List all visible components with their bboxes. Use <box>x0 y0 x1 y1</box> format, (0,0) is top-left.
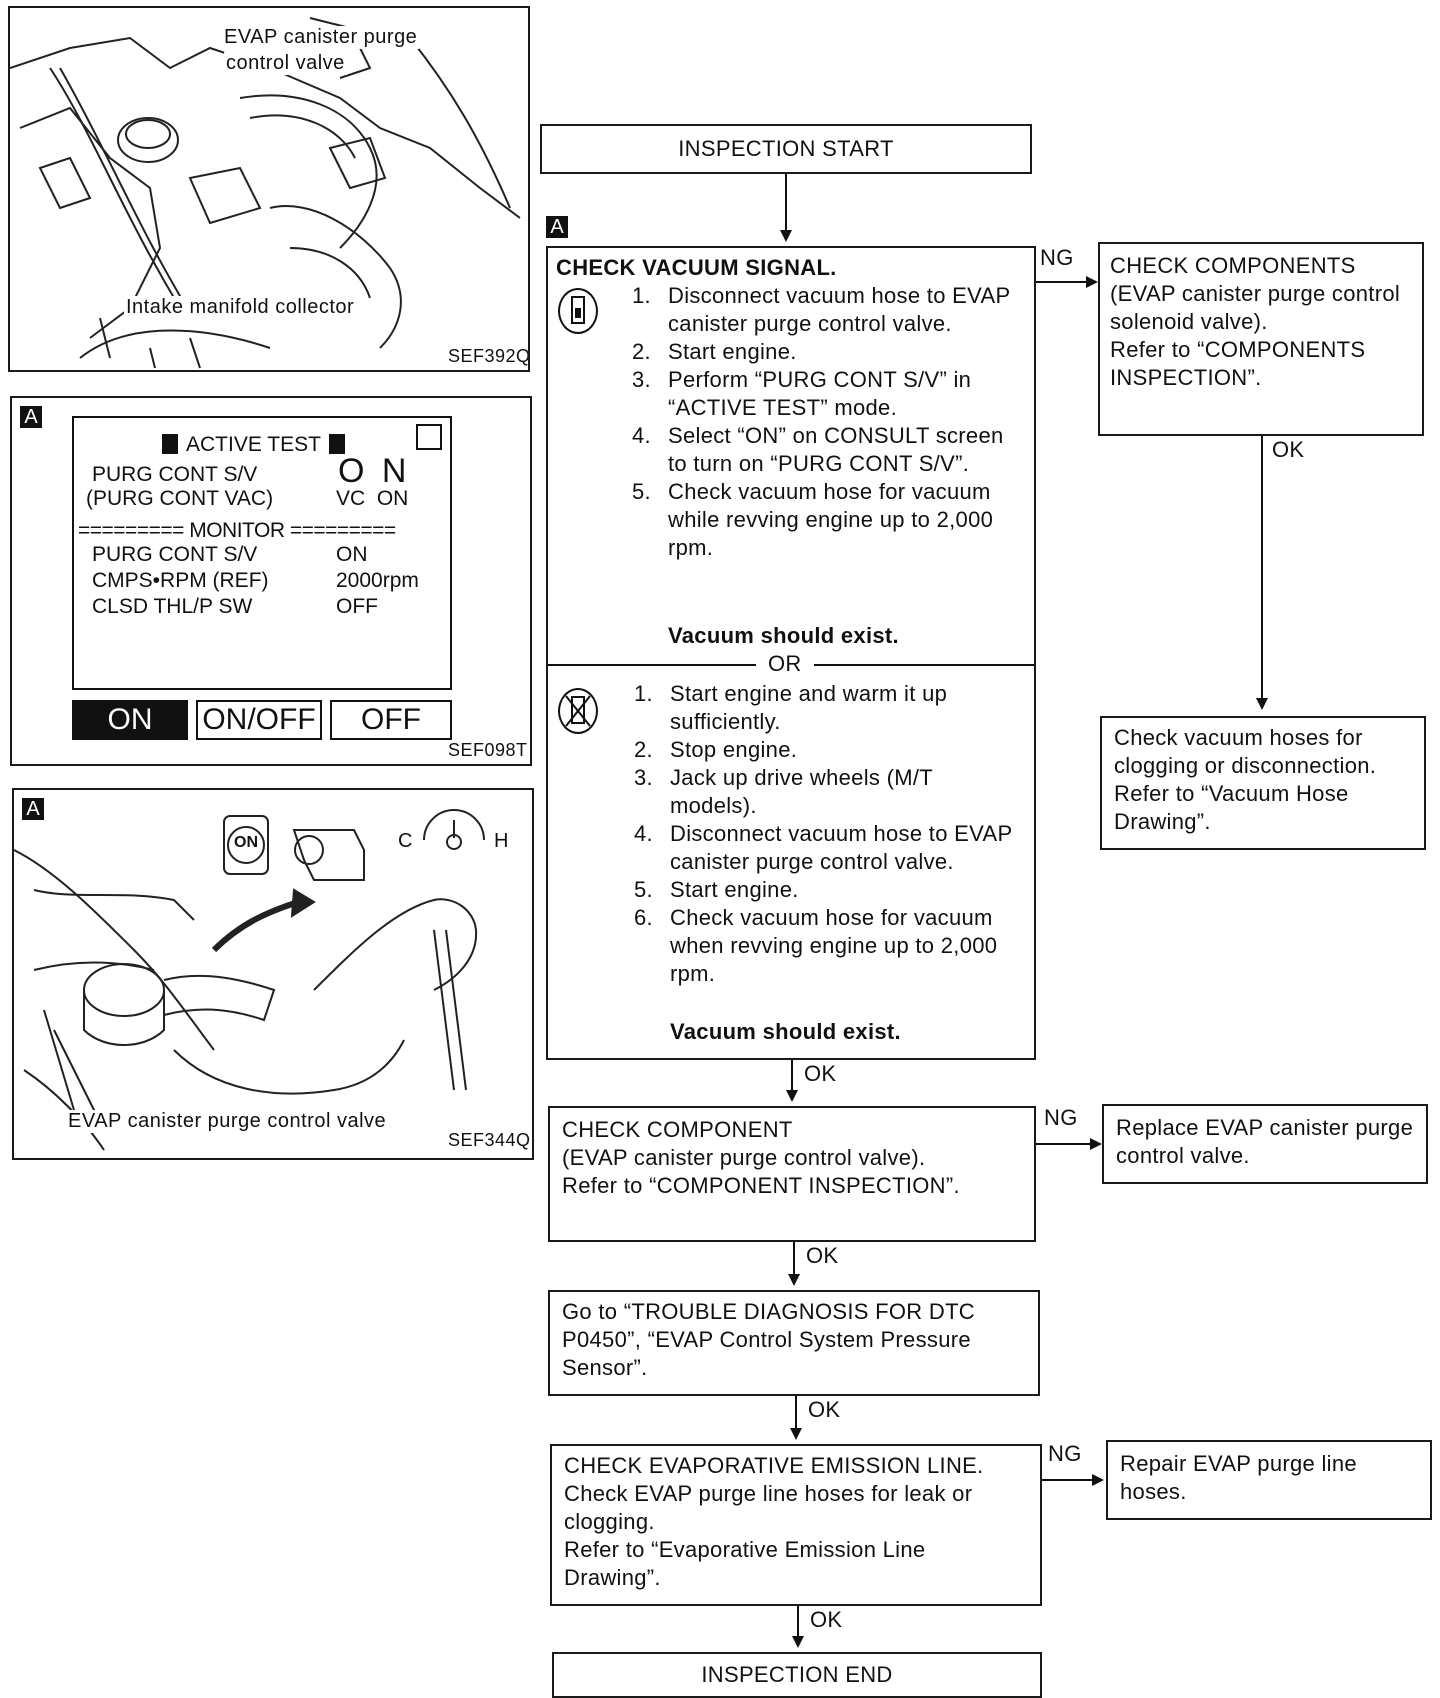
figure-tag: A <box>22 798 44 820</box>
check-vacuum-title: CHECK VACUUM SIGNAL. <box>556 255 837 280</box>
repair-hoses-box: Repair EVAP purge line hoses. <box>1106 1440 1432 1520</box>
gauge-hot-label: H <box>494 830 509 852</box>
list-item: 1.Start engine and warm it up sufficient… <box>634 681 948 734</box>
edge-label-ok: OK <box>1272 437 1305 462</box>
on-button[interactable]: ON <box>72 700 188 740</box>
expected-result: Vacuum should exist. <box>670 1019 901 1044</box>
off-button[interactable]: OFF <box>330 700 452 740</box>
no-consult-icon <box>558 688 598 734</box>
figure-code: SEF098T <box>448 740 528 760</box>
list-item: 2.Start engine. <box>632 339 797 364</box>
list-item: 5.Start engine. <box>634 877 799 902</box>
figure-tag: A <box>20 406 42 428</box>
list-item: 3.Perform “PURG CONT S/V” in “ACTIVE TES… <box>632 367 972 420</box>
label-intake-collector: Intake manifold collector <box>124 296 357 319</box>
go-to-dtc-box: Go to “TROUBLE DIAGNOSIS FOR DTC P0450”,… <box>548 1290 1040 1396</box>
row1-name: PURG CONT S/V <box>92 463 258 486</box>
figure-consult-screen: A ACTIVE TEST PURG CONT S/V (PURG CONT V… <box>10 396 532 766</box>
gauge-cold-label: C <box>398 830 413 852</box>
figure-code: SEF344Q <box>448 1130 531 1150</box>
check-evap-line-box: CHECK EVAPORATIVE EMISSION LINE. Check E… <box>550 1444 1042 1606</box>
block-icon <box>162 434 178 454</box>
label-valve-line2: control valve <box>224 52 347 75</box>
consult-steps-list: 1.Disconnect vacuum hose to EVAP caniste… <box>632 282 1022 562</box>
figure-vacuum-check: A ON C H EVAP canister purge control val… <box>12 788 534 1160</box>
list-item: 4.Select “ON” on CONSULT screen to turn … <box>632 423 1004 476</box>
check-component-box: CHECK COMPONENT (EVAP canister purge con… <box>548 1106 1036 1242</box>
edge-label-ng: NG <box>1048 1441 1082 1466</box>
ignition-key-on-label: ON <box>234 834 258 851</box>
label-valve-line1: EVAP canister purge <box>222 26 420 49</box>
edge-label-ok: OK <box>810 1607 843 1632</box>
inspection-end-box: INSPECTION END <box>552 1652 1042 1698</box>
figure-intake-manifold: EVAP canister purge control valve Intake… <box>8 6 530 372</box>
list-item: 3.Jack up drive wheels (M/T models). <box>634 765 933 818</box>
monitor-row-name: CLSD THL/P SW <box>92 595 253 618</box>
engine-illustration <box>10 17 521 369</box>
edge-label-ng: NG <box>1040 245 1074 270</box>
row1-value-small: VC ON <box>336 487 409 510</box>
edge-label-ng: NG <box>1044 1105 1078 1130</box>
list-item: 5.Check vacuum hose for vacuum while rev… <box>632 479 994 560</box>
monitor-row-value: OFF <box>336 595 378 618</box>
block-icon <box>328 434 345 454</box>
row1-value-big: O N <box>338 452 411 490</box>
monitor-row-value: ON <box>336 543 368 566</box>
list-item: 2.Stop engine. <box>634 737 798 762</box>
consult-connected-icon <box>558 288 598 334</box>
label-valve: EVAP canister purge control valve <box>66 1110 389 1133</box>
expected-result: Vacuum should exist. <box>668 623 899 648</box>
monitor-row-name: CMPS•RPM (REF) <box>92 569 269 592</box>
no-consult-steps-list: 1.Start engine and warm it up sufficient… <box>634 680 1024 988</box>
vacuum-check-illustration <box>14 809 485 1151</box>
monitor-row-name: PURG CONT S/V <box>92 543 258 566</box>
consult-display: ACTIVE TEST PURG CONT S/V (PURG CONT VAC… <box>72 416 452 690</box>
monitor-divider: ========= MONITOR ========= <box>78 519 396 542</box>
edge-label-ok: OK <box>806 1243 839 1268</box>
inspection-start-box: INSPECTION START <box>540 124 1032 174</box>
check-vacuum-signal-box: CHECK VACUUM SIGNAL. 1.Disconnect vacuum… <box>546 246 1036 1060</box>
row1-sub: (PURG CONT VAC) <box>86 487 274 510</box>
list-item: 1.Disconnect vacuum hose to EVAP caniste… <box>632 283 1011 336</box>
on-off-button[interactable]: ON/OFF <box>196 700 322 740</box>
step-tag: A <box>546 216 568 238</box>
or-label: OR <box>756 650 814 678</box>
active-test-title: ACTIVE TEST <box>162 432 345 458</box>
edge-label-ok: OK <box>804 1061 837 1086</box>
check-vacuum-hoses-box: Check vacuum hoses for clogging or disco… <box>1100 716 1426 850</box>
check-components-box: CHECK COMPONENTS (EVAP canister purge co… <box>1098 242 1424 436</box>
monitor-row-value: 2000rpm <box>336 569 419 592</box>
list-item: 6.Check vacuum hose for vacuum when revv… <box>634 905 998 986</box>
figure-code: SEF392Q <box>448 346 530 366</box>
checkbox-icon <box>416 424 442 450</box>
edge-label-ok: OK <box>808 1397 841 1422</box>
replace-valve-box: Replace EVAP canister purge control valv… <box>1102 1104 1428 1184</box>
list-item: 4.Disconnect vacuum hose to EVAP caniste… <box>634 821 1013 874</box>
